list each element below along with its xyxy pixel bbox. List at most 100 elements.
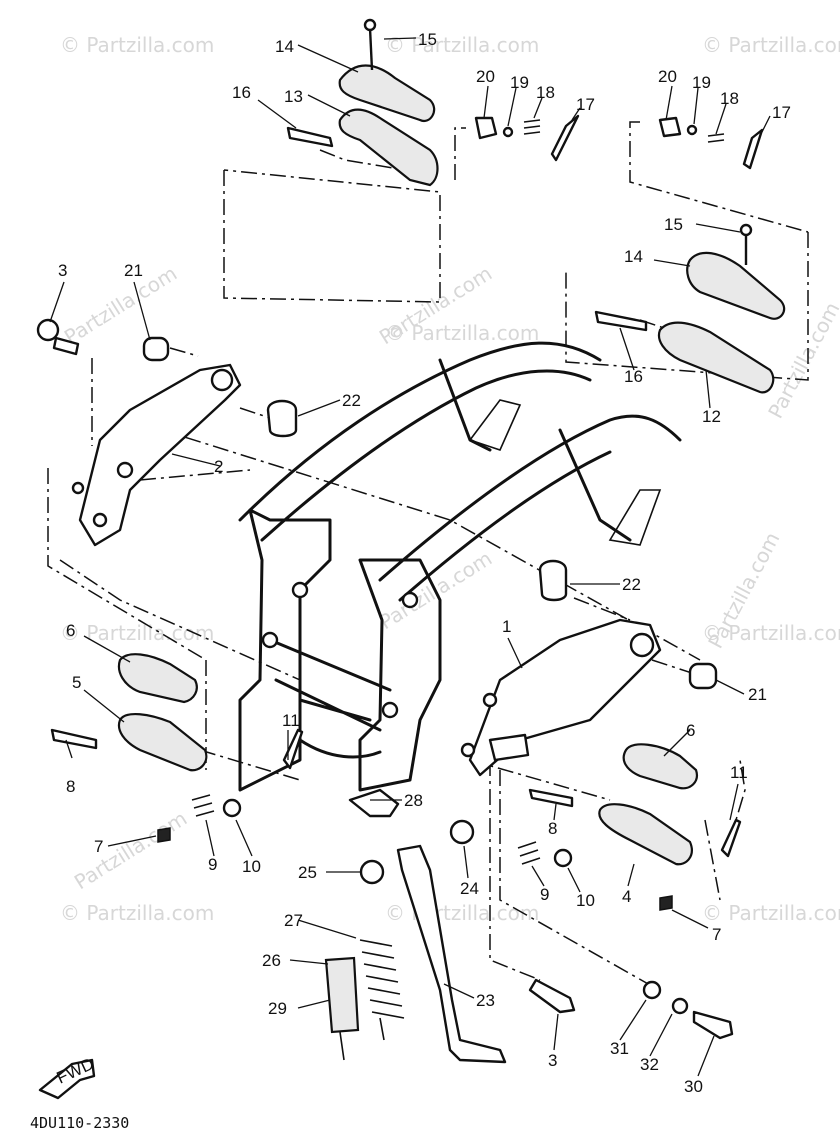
callout-25: 25: [298, 863, 317, 882]
part-8-pin-right: [528, 788, 574, 808]
callout-29: 29: [268, 999, 287, 1018]
callout-8: 8: [548, 819, 557, 838]
rear-right-bracket-line: [629, 121, 809, 233]
callout-20: 20: [476, 67, 495, 86]
axis-line: [199, 749, 301, 781]
rear-left-bracket-line: [454, 127, 466, 180]
rear-left-frame-box: [223, 169, 441, 303]
bracket-tab: [488, 733, 530, 762]
callout-22: 22: [622, 575, 641, 594]
watermark: © Partzilla.com: [385, 33, 539, 57]
part-18-spring-left: [523, 119, 541, 135]
axis-line: [573, 597, 631, 621]
part-31-washer: [642, 980, 662, 1000]
callout-11: 11: [730, 763, 748, 782]
diagram-code: 4DU110-2330: [30, 1114, 129, 1132]
bracket-hole: [116, 461, 134, 479]
part-16-pin-right: [594, 310, 648, 332]
callout-9: 9: [540, 885, 549, 904]
callout-17: 17: [576, 95, 595, 114]
part-20-cap-right: [658, 116, 682, 138]
axis-line: [169, 347, 199, 357]
watermark: © Partzilla.com: [385, 901, 539, 925]
frame-boss: [291, 581, 309, 599]
callout-19: 19: [510, 73, 529, 92]
bracket-hole: [629, 632, 655, 658]
axis-line: [59, 559, 301, 681]
part-3-bolt-lower: [528, 978, 576, 1014]
part-22-collar-left: [266, 399, 298, 438]
callout-6: 6: [66, 621, 75, 640]
part-25-collar: [359, 859, 385, 885]
part-15-bolt-top: [368, 27, 374, 71]
callout-21: 21: [748, 685, 767, 704]
part-3-bolt-head-left: [36, 318, 60, 342]
watermarks: © Partzilla.com © Partzilla.com © Partzi…: [60, 33, 840, 925]
part-7-screw-right: [659, 895, 673, 911]
axis-line: [469, 759, 611, 801]
motorcycle-frame: [238, 341, 682, 792]
callout-6: 6: [686, 721, 695, 740]
part-23-sidestand: [396, 844, 507, 1064]
callout-14: 14: [275, 37, 294, 56]
callout-26: 26: [262, 951, 281, 970]
frame-boss: [381, 701, 399, 719]
bracket-left: [468, 399, 522, 451]
seat-stay-left: [438, 358, 492, 452]
part-29-spring-cover: [324, 956, 360, 1034]
watermark: © Partzilla.com: [60, 33, 214, 57]
frame-lower-curve: [298, 738, 382, 759]
axis-line: [651, 659, 696, 675]
footrest-parts: [50, 18, 786, 866]
callout-23: 23: [476, 991, 495, 1010]
callout-20: 20: [658, 67, 677, 86]
callout-21: 21: [124, 261, 143, 280]
watermark: © Partzilla.com: [385, 321, 539, 345]
axis-line: [704, 819, 721, 901]
part-9-spring-right: [517, 841, 541, 865]
callout-19: 19: [692, 73, 711, 92]
watermark: © Partzilla.com: [60, 621, 214, 645]
axis-line: [129, 419, 701, 661]
part-32-washer: [671, 997, 689, 1015]
part-22-collar-right: [538, 559, 568, 602]
callout-17: 17: [772, 103, 791, 122]
frame-rail-upper-inner: [260, 369, 592, 542]
part-17-clip-right: [742, 128, 764, 170]
callout-14: 14: [624, 247, 643, 266]
callout-22: 22: [342, 391, 361, 410]
part-1-footrest-bracket-right: [460, 618, 662, 777]
fwd-arrow-icon: [38, 1058, 96, 1100]
rear-right-frame-box: [565, 232, 809, 381]
forward-arrow: FWD: [38, 1054, 97, 1100]
part-17-clip-left: [550, 114, 580, 162]
axis-line: [319, 149, 406, 171]
frame-downtube-left: [238, 508, 332, 792]
callout-13: 13: [284, 87, 303, 106]
part-21-collar-right: [688, 662, 718, 690]
callout-10: 10: [242, 857, 261, 876]
callout-16: 16: [624, 367, 643, 386]
part-21-collar-left: [142, 336, 170, 362]
callout-30: 30: [684, 1077, 703, 1096]
part-7-screw-left: [157, 827, 171, 843]
callout-27: 27: [284, 911, 303, 930]
frame-crossmember: [268, 638, 392, 732]
callout-28: 28: [404, 791, 423, 810]
axis-line: [139, 469, 251, 481]
callout-12: 12: [702, 407, 721, 426]
bracket-hole: [210, 368, 234, 392]
part-27-spring: [359, 939, 405, 1019]
part-20-cap-left: [474, 116, 498, 140]
callout-1: 1: [502, 617, 511, 636]
callout-labels: 14 15 13 16 20 19 18 17 20 19 18 17 15 1…: [58, 30, 791, 1096]
callout-5: 5: [72, 673, 81, 692]
assembly-frames: [47, 121, 809, 986]
part-15-bolt-head: [739, 223, 753, 237]
callout-7: 7: [94, 837, 103, 856]
part-10-ball-right: [553, 848, 573, 868]
callout-18: 18: [720, 89, 739, 108]
part-5-footrest-left: [117, 713, 208, 772]
frame-rail-upper: [238, 341, 602, 522]
